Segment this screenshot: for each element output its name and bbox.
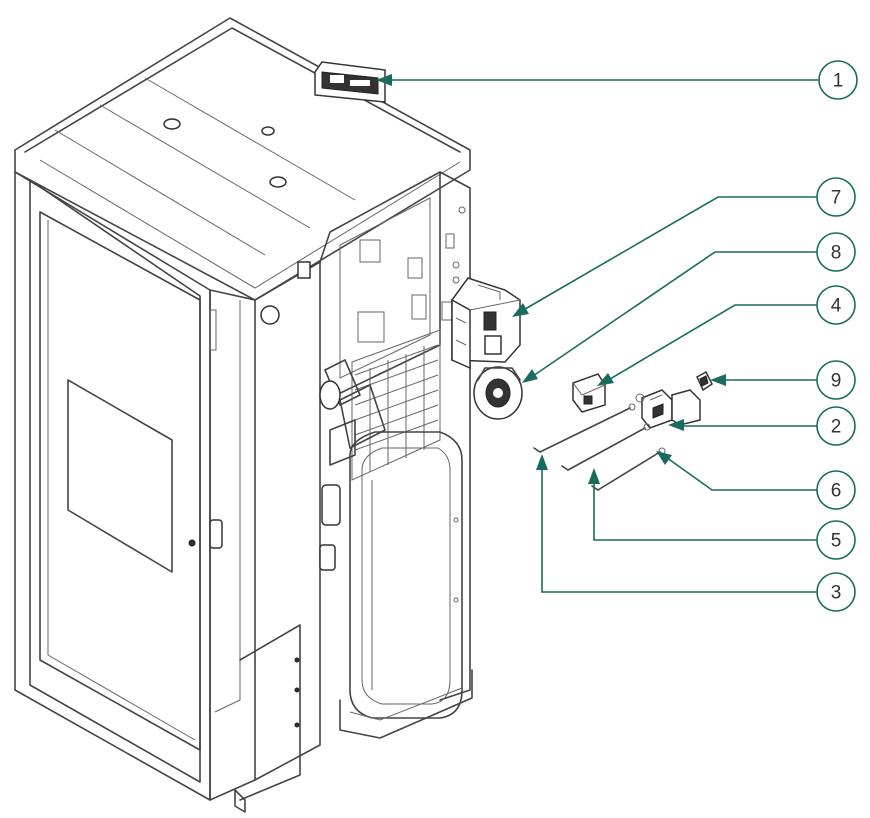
part-2-motor [635,389,701,429]
callout-number: 6 [831,481,842,502]
part-9-clip [696,370,713,392]
callout-number: 3 [831,583,842,604]
callout-5: 5 [816,520,856,560]
part-3-rod [533,403,636,453]
callout-6: 6 [816,470,856,510]
callout-number: 8 [831,243,842,264]
callout-2: 2 [816,406,856,446]
part-5-rod [561,423,651,471]
callout-number: 1 [833,71,844,92]
part-7-control-board [451,277,521,370]
perforated-panel [351,329,441,481]
callout-number: 9 [831,371,842,392]
callout-3: 3 [816,572,856,612]
callout-number: 7 [831,188,842,209]
callout-1: 1 [818,60,858,100]
callout-number: 2 [831,417,842,438]
part-8-pressure-switch [473,366,523,420]
callout-9: 9 [816,360,856,400]
part-6-rod [591,447,666,491]
stove-body [14,17,473,813]
callout-7: 7 [816,177,856,217]
part-4-relay [572,373,606,413]
callout-number: 4 [831,296,842,317]
callout-4: 4 [816,285,856,325]
part-1-nameplate [314,61,386,103]
callout-8: 8 [816,232,856,272]
callout-number: 5 [831,531,842,552]
leader-lines [376,74,820,593]
water-tank [349,431,463,719]
